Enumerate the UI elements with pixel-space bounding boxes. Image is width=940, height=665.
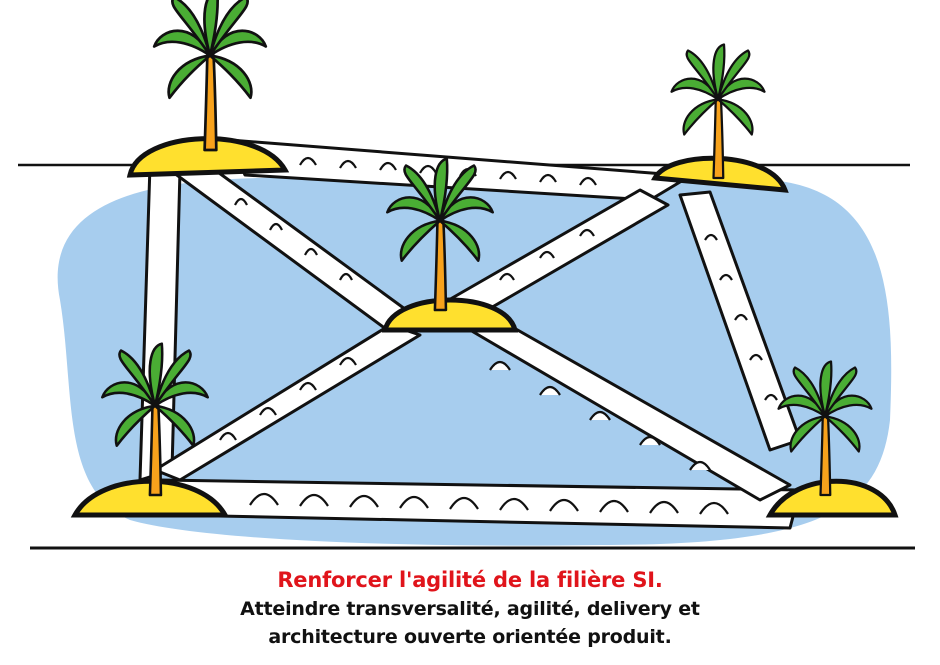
palm-top-left bbox=[152, 0, 268, 152]
island-bottom-right bbox=[765, 478, 899, 518]
palm-top-right bbox=[670, 43, 766, 180]
caption-line-1: Atteindre transversalité, agilité, deliv… bbox=[240, 598, 700, 620]
archipelago-illustration bbox=[18, 0, 915, 550]
island-center bbox=[381, 297, 519, 333]
caption-line-2: architecture ouverte orientée produit. bbox=[268, 626, 672, 648]
caption-title: Renforcer l'agilité de la filière SI. bbox=[277, 568, 663, 592]
